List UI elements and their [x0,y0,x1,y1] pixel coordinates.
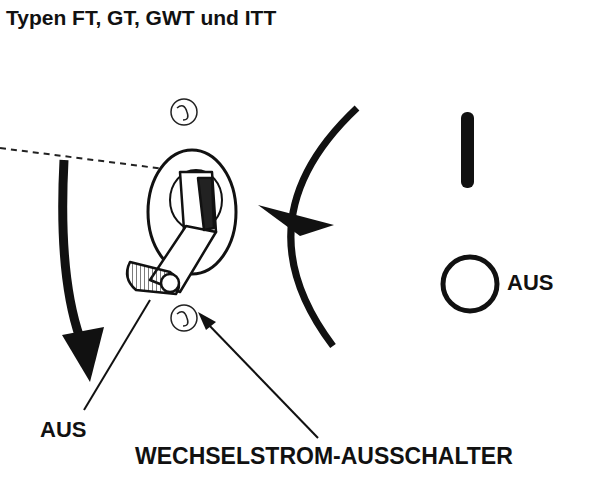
switch-lever [127,172,216,294]
turn-arrow [63,160,80,338]
leader-arrow [198,312,216,330]
position-label: AUS [40,418,86,442]
on-symbol [461,112,474,188]
off-symbol [443,257,497,311]
title: Typen FT, GT, GWT und ITT [6,6,276,29]
position-pointer [258,205,334,236]
part-name: WECHSELSTROM-AUSSCHALTER [135,444,513,469]
position-label: AUS [507,271,553,295]
arrow-head [62,327,104,382]
leader-line [84,300,150,410]
leader-line [206,322,318,438]
